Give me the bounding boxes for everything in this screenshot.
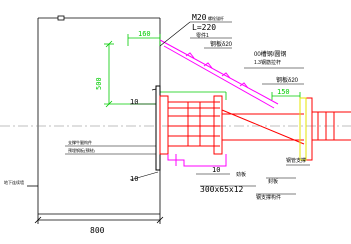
bottom-dimension (34, 216, 164, 224)
base-note-label: 钢支撑构件 (256, 194, 281, 201)
bracket-note-label: 支撑牛腿构件 (68, 139, 92, 145)
upper-part-label: 零件1 (196, 32, 209, 39)
base-stiffener (167, 154, 227, 167)
brace-note-label: 1.3钢筋拉杆 (254, 59, 281, 66)
brace-steel-label: 00槽钢/圆钢 (254, 50, 286, 58)
steel-support-label: 钢管支撑 (286, 157, 306, 164)
wall-label: 地下连续墙 (4, 179, 24, 185)
bolt-note-label: 螺栓锚杆 (208, 15, 224, 21)
embedded-plate (155, 85, 161, 171)
diaphragm-wall (27, 15, 161, 224)
bracket-guide (160, 91, 227, 100)
thickness-c-label: 10 (212, 166, 220, 174)
lower-plate-label: 钢板δ20 (276, 76, 299, 84)
bracket-note2-label: 预埋钢板(预制) (68, 147, 95, 153)
flange (299, 97, 307, 161)
upper-plate-label: 钢板δ20 (210, 40, 233, 48)
leader-lines (65, 21, 310, 195)
end-plate-label: 封板 (268, 178, 278, 185)
stiffener-label: 劲板 (236, 171, 246, 178)
plate-size-label: 300x65x12 (200, 185, 244, 194)
top-dim-label: 160 (138, 30, 151, 38)
thickness-b-label: 10 (130, 175, 138, 183)
inclined-brace (159, 39, 279, 109)
vertical-dim-label: 500 (95, 77, 103, 90)
bolt-length-label: L=220 (192, 23, 216, 32)
bracket-assembly (159, 95, 351, 161)
bolt-spec-label: M20 (192, 13, 207, 22)
wall-width-label: 800 (90, 226, 105, 235)
lower-dim-label: 150 (277, 88, 290, 96)
thickness-a-label: 10 (130, 98, 138, 106)
